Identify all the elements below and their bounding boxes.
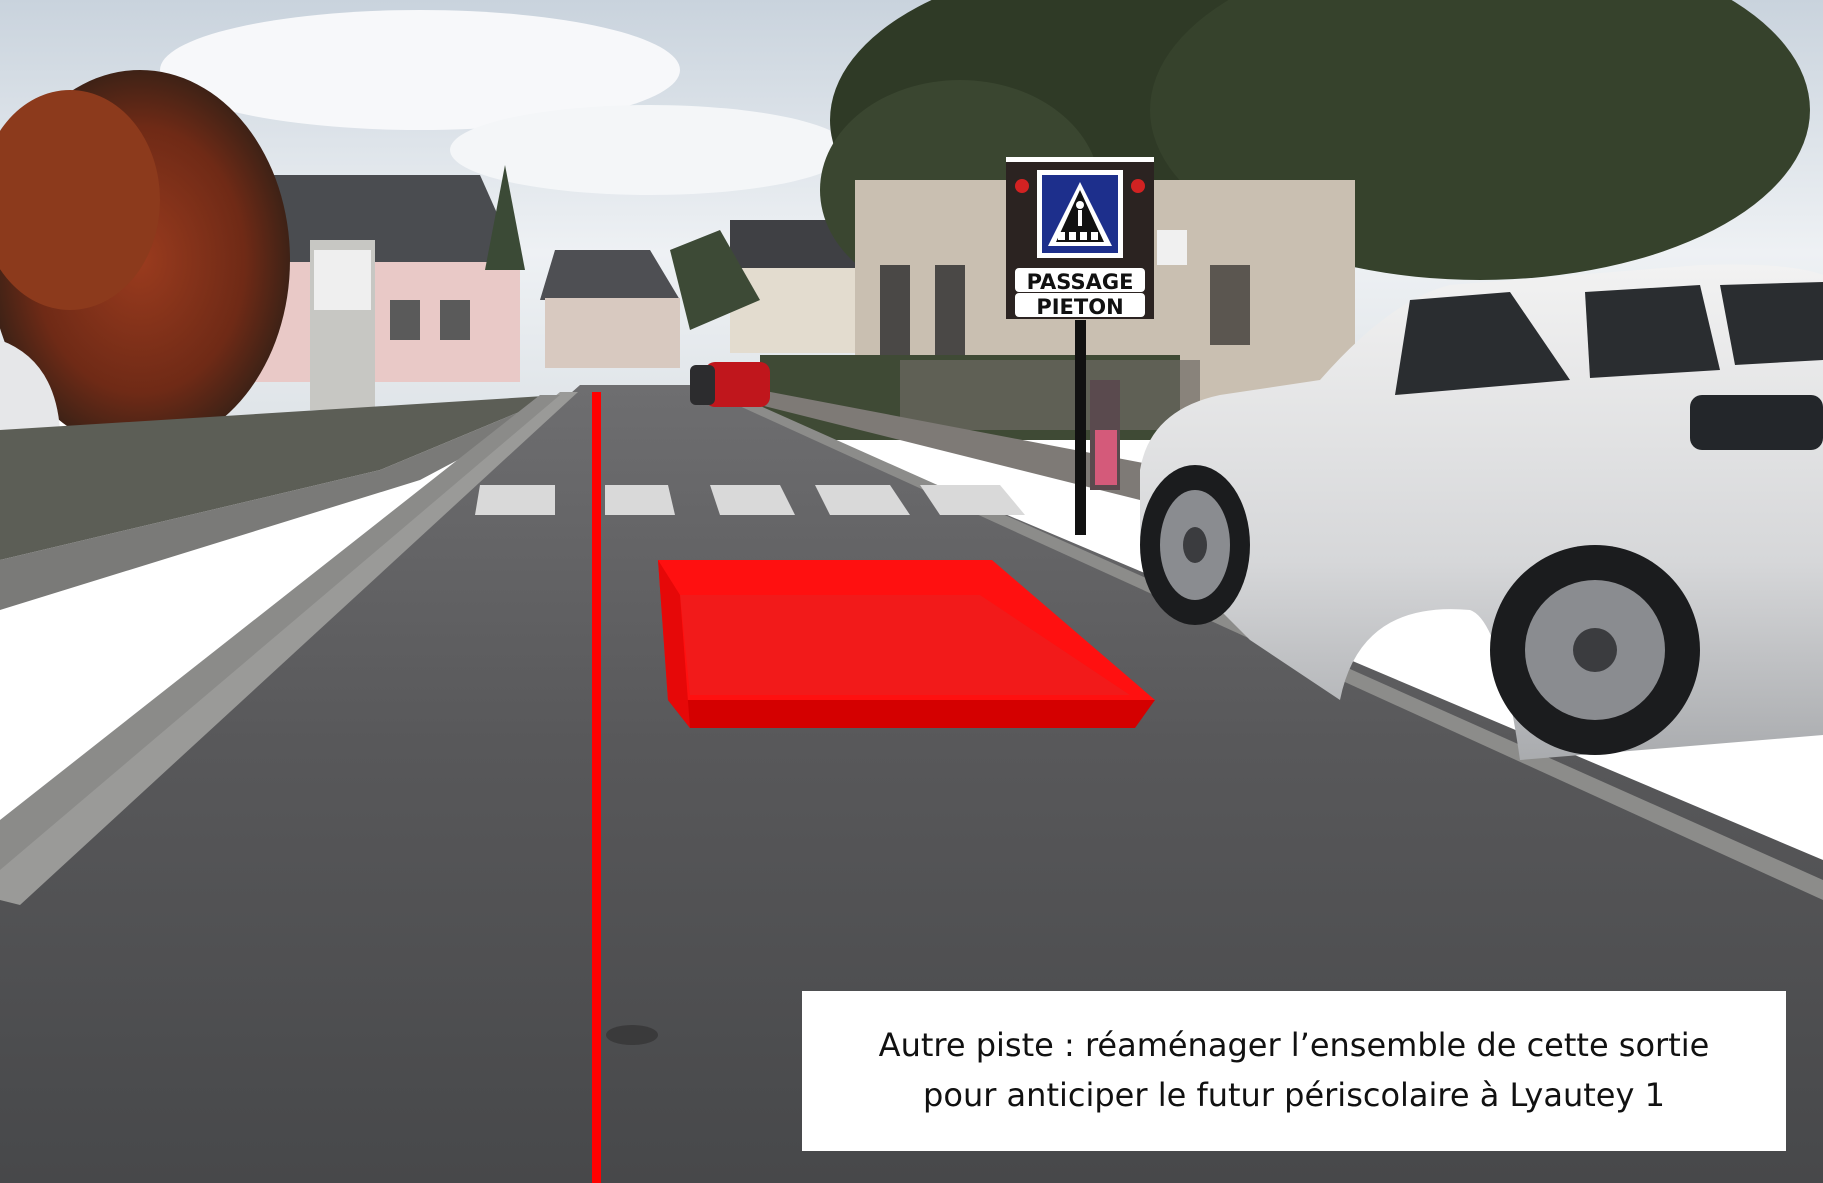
caption-line-1: Autre piste : réaménager l’ensemble de c… xyxy=(878,1026,1710,1065)
house-roof xyxy=(730,220,860,270)
house-window xyxy=(390,300,420,340)
right-sidewalk xyxy=(700,390,1180,500)
house-window xyxy=(440,300,470,340)
cloud xyxy=(160,10,680,130)
house-wall xyxy=(730,268,860,353)
pedestrian-legs xyxy=(1095,430,1117,485)
caption-line-2: pour anticiper le futur périscolaire à L… xyxy=(923,1076,1665,1114)
left-lawn xyxy=(0,395,560,560)
left-curb xyxy=(0,392,578,905)
red-car xyxy=(705,362,770,407)
info-pillar-panel xyxy=(314,250,371,310)
dark-car xyxy=(690,365,715,405)
house-wall xyxy=(545,298,680,368)
sign-text-passage: PASSAGE xyxy=(1027,270,1134,294)
conifer-tree xyxy=(485,165,525,270)
street-sign xyxy=(1157,230,1187,265)
manhole-cover xyxy=(606,1025,658,1045)
building-window xyxy=(1210,265,1250,345)
fence xyxy=(900,360,1200,430)
crosswalk-sign xyxy=(1006,157,1154,319)
building-window xyxy=(935,265,965,355)
crosswalk xyxy=(475,485,1025,515)
building-window xyxy=(880,265,910,355)
caption-box: Autre piste : réaménager l’ensemble de c… xyxy=(802,991,1786,1151)
left-sidewalk xyxy=(0,395,580,610)
sign-text-pieton: PIETON xyxy=(1036,295,1123,319)
red-raised-platform xyxy=(658,560,1155,728)
tree xyxy=(670,230,760,330)
autumn-tree xyxy=(0,90,160,310)
white-suv xyxy=(1140,264,1823,760)
house-roof xyxy=(540,250,680,300)
cloud xyxy=(450,105,850,195)
sign-post xyxy=(1075,320,1086,535)
road xyxy=(0,385,1823,1183)
left-curb-top xyxy=(0,395,560,870)
red-vertical-line xyxy=(592,392,601,1183)
